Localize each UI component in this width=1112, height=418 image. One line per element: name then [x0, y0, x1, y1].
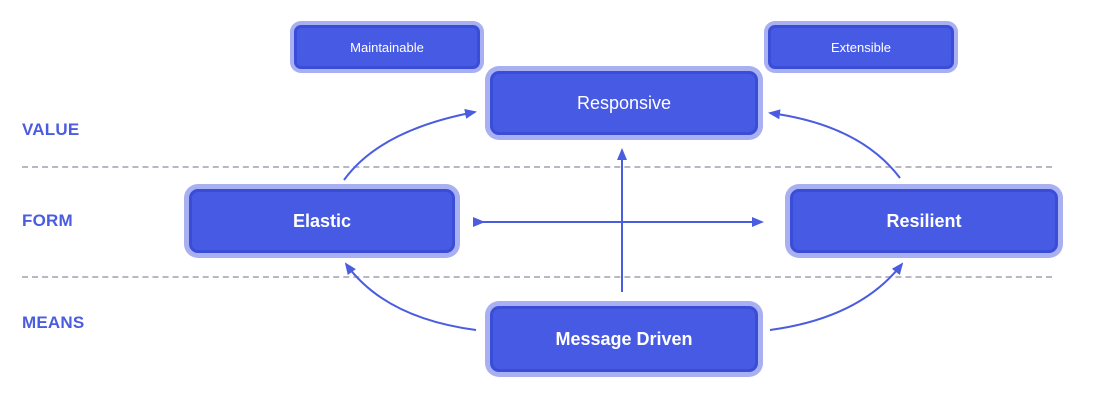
node-responsive: Responsive	[490, 71, 758, 135]
row-label-value: VALUE	[22, 120, 80, 139]
divider-form-means	[22, 276, 1052, 278]
node-message-driven-label: Message Driven	[555, 328, 693, 349]
node-maintainable: Maintainable	[294, 25, 480, 69]
node-elastic: Elastic	[189, 189, 455, 253]
arrow-message-to-elastic	[344, 262, 477, 331]
row-label-means: MEANS	[22, 313, 85, 332]
node-resilient-label: Resilient	[886, 210, 962, 231]
node-extensible: Extensible	[768, 25, 954, 69]
node-maintainable-label: Maintainable	[350, 39, 424, 55]
arrow-resilient-to-responsive	[768, 109, 901, 179]
node-elastic-label: Elastic	[292, 210, 352, 231]
node-resilient: Resilient	[790, 189, 1058, 253]
divider-value-form	[22, 166, 1052, 168]
arrow-message-to-resilient	[769, 262, 904, 331]
node-responsive-label: Responsive	[576, 92, 672, 113]
row-label-form: FORM	[22, 211, 73, 230]
arrow-elastic-to-responsive	[343, 108, 477, 181]
node-extensible-label: Extensible	[831, 39, 891, 55]
node-message-driven: Message Driven	[490, 306, 758, 372]
